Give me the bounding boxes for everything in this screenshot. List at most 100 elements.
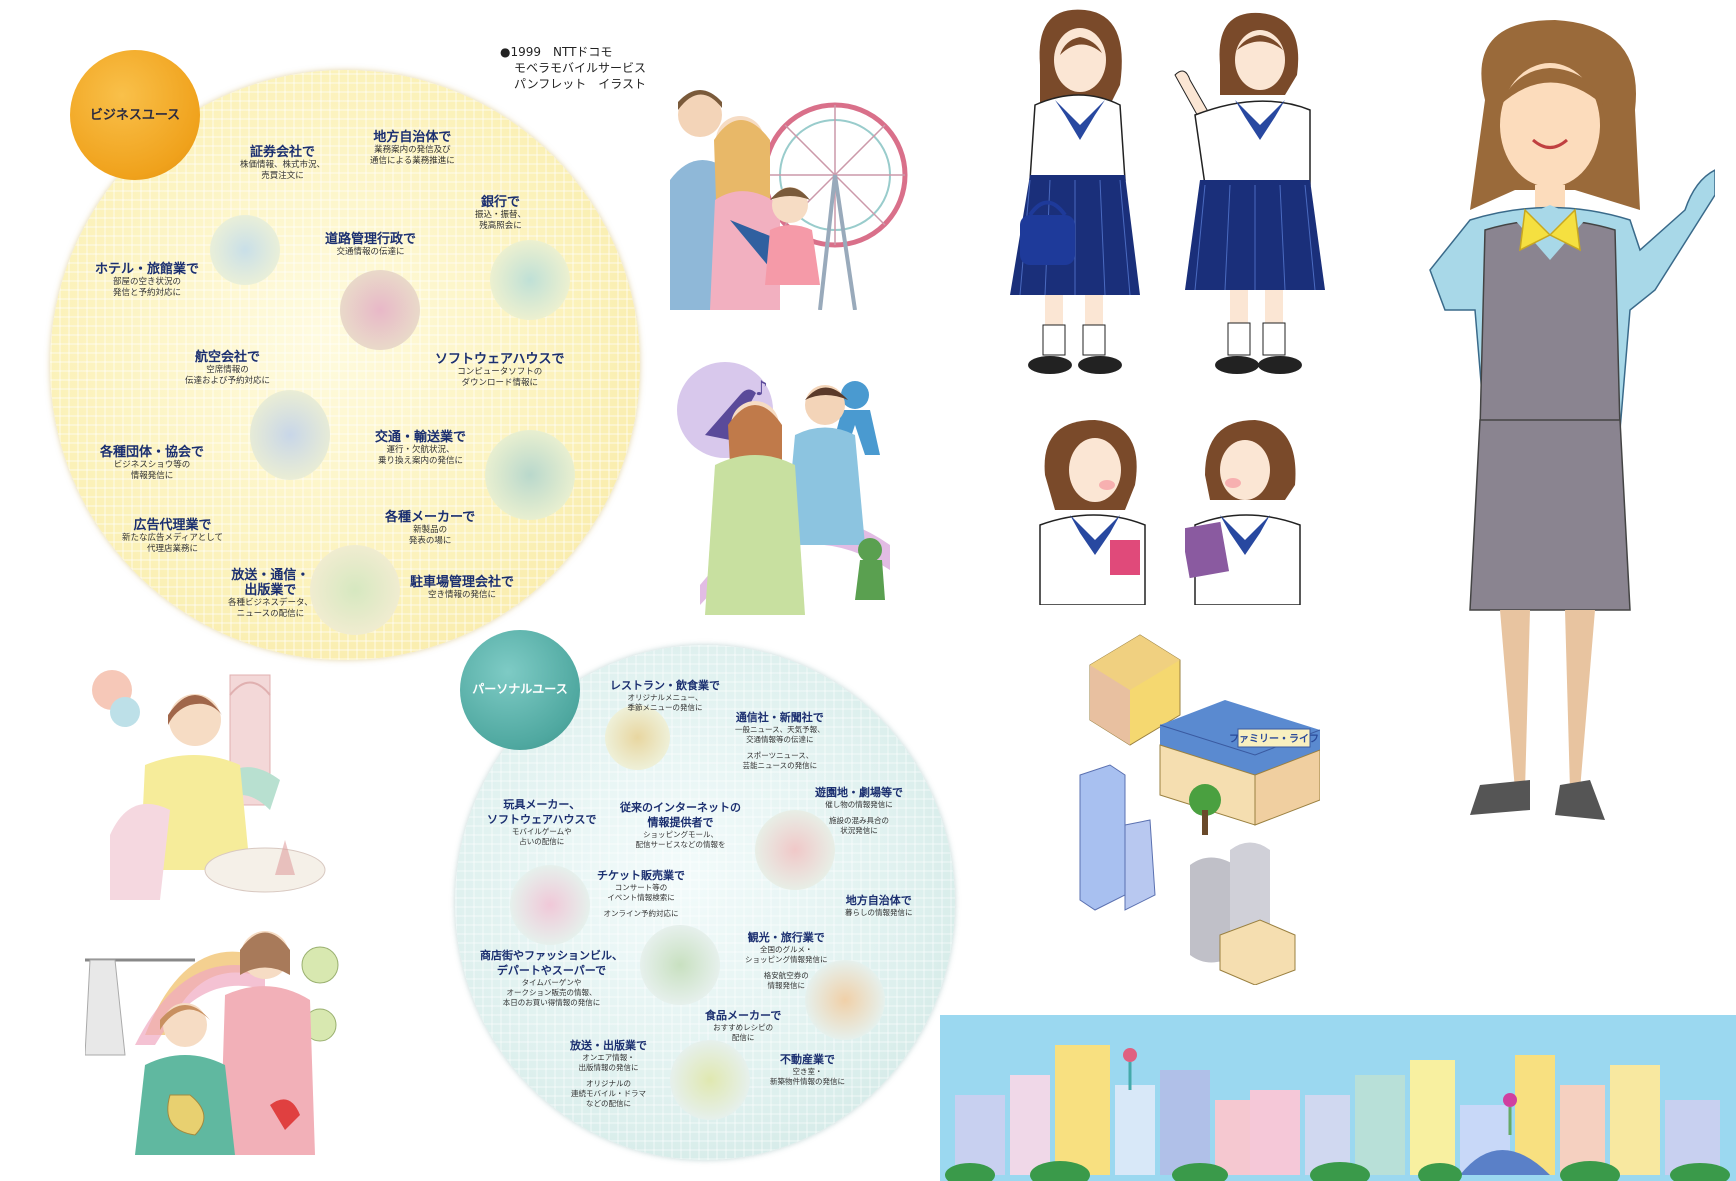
item-desc: オリジナルメニュー、	[627, 693, 703, 702]
personal-item-restaurant: レストラン・飲食業で オリジナルメニュー、 季節メニューの発信に	[610, 678, 720, 713]
item-title: ホテル・旅館業で	[95, 262, 200, 277]
travel-illustration	[805, 960, 885, 1040]
item-desc: ダウンロード情報に	[461, 378, 538, 388]
ticket-illustration	[510, 865, 590, 945]
item-desc: 情報発信に	[130, 471, 174, 481]
amusement-illustration	[755, 810, 835, 890]
office-lady-illustration	[1429, 20, 1715, 820]
restaurant-illustration	[605, 705, 670, 770]
item-desc: 業務案内の発信及び	[374, 145, 451, 155]
item-title: 玩具メーカー、	[503, 798, 581, 811]
food-illustration	[670, 1040, 750, 1120]
business-item-broadcast: 放送・通信・ 出版業で 各種ビジネスデータ、 ニュースの配信に	[228, 568, 313, 620]
item-desc: 配信サービスなどの情報を	[635, 840, 726, 849]
item-desc: 出版情報の発信に	[578, 1063, 639, 1072]
item-desc: 売買注文に	[261, 171, 304, 181]
road-illustration	[340, 270, 420, 350]
business-item-bank: 銀行で 振込・振替、 残高照会に	[475, 195, 526, 232]
item-desc: 状況発信に	[840, 826, 878, 835]
item-title: 商店街やファッションビル、	[480, 949, 623, 962]
airline-illustration	[250, 390, 330, 480]
item-desc: コンピュータソフトの	[457, 367, 543, 377]
item-desc: 伝達および予約対応に	[185, 376, 271, 386]
item-title: 遊園地・劇場等で	[815, 786, 903, 799]
personal-item-news: 通信社・新聞社で 一般ニュース、天気予報、 交通情報等の伝達に スポーツニュース…	[735, 710, 825, 771]
caption-line-3: パンフレット イラスト	[514, 77, 647, 91]
item-desc: オンエア情報・	[582, 1053, 635, 1062]
item-title: 放送・通信・	[231, 568, 310, 583]
item-title: ソフトウェアハウスで	[435, 352, 565, 367]
business-use-badge-label: ビジネスユース	[89, 108, 181, 123]
item-title: チケット販売業で	[597, 869, 685, 882]
illustration-caption: ●1999 NTTドコモ モベラモバイルサービス パンフレット イラスト	[500, 44, 646, 92]
broadcast-illustration	[310, 545, 400, 635]
personal-item-amusement: 遊園地・劇場等で 催し物の情報発信に 施設の混み具合の 状況発信に	[815, 785, 903, 836]
item-title: 地方自治体で	[373, 130, 452, 145]
personal-use-badge: パーソナルユース	[460, 630, 580, 750]
item-desc: 各種ビジネスデータ、	[228, 598, 313, 608]
item-desc: タイムバーゲンや	[521, 978, 582, 987]
business-item-road: 道路管理行政で 交通情報の伝達に	[325, 232, 416, 258]
personal-item-real-estate: 不動産業で 空き室・ 新築物件情報の発信に	[770, 1052, 845, 1087]
caption-line-1: ●1999 NTTドコモ	[500, 45, 613, 59]
item-desc: イベント情報検索に	[607, 893, 675, 902]
item-title: レストラン・飲食業で	[610, 679, 720, 692]
item-desc: おすすめレシピの	[713, 1023, 774, 1032]
svg-text:♪: ♪	[755, 376, 768, 400]
business-item-parking: 駐車場管理会社で 空き情報の発信に	[410, 575, 514, 601]
personal-item-toys: 玩具メーカー、 ソフトウェアハウスで モバイルゲームや 占いの配信に	[487, 797, 597, 847]
schoolgirl-with-box-illustration	[1039, 420, 1146, 605]
item-desc: 株価情報、株式市況、	[240, 160, 326, 170]
item-desc: 通信による業務推進に	[370, 156, 455, 166]
item-desc: 乗り換え案内の発信に	[378, 456, 464, 466]
item-title: 従来のインターネットの	[620, 801, 741, 814]
item-title: 食品メーカーで	[705, 1009, 782, 1022]
business-item-software: ソフトウェアハウスで コンピュータソフトの ダウンロード情報に	[435, 352, 564, 389]
personal-item-travel: 観光・旅行業で 全国のグルメ・ ショッピング情報発信に 格安航空券の 情報発信に	[745, 930, 828, 991]
item-desc: 発信と予約対応に	[113, 288, 182, 298]
item-title: ソフトウェアハウスで	[487, 813, 597, 826]
item-desc: 催し物の情報発信に	[825, 800, 893, 809]
item-desc: 空き室・	[792, 1067, 823, 1076]
item-title: 証券会社で	[250, 145, 316, 160]
personal-item-local-gov: 地方自治体で 暮らしの情報発信に	[845, 893, 913, 918]
item-title: 放送・出版業で	[570, 1039, 647, 1052]
item-desc: ビジネスショウ等の	[113, 460, 191, 470]
bank-illustration	[490, 240, 570, 320]
buildings-illustration: ファミリー・ライフ	[1079, 634, 1320, 985]
item-desc: モバイルゲームや	[511, 827, 572, 836]
item-desc: 交通情報等の伝達に	[746, 735, 814, 744]
item-desc: 新築物件情報の発信に	[770, 1077, 845, 1086]
item-title: 駐車場管理会社で	[410, 575, 515, 590]
item-desc: 発表の場に	[408, 536, 452, 546]
personal-use-badge-label: パーソナルユース	[472, 682, 568, 696]
music-couple-illustration: ♪	[677, 362, 890, 615]
item-title: 各種団体・協会で	[100, 445, 205, 460]
family-life-sign: ファミリー・ライフ	[1229, 733, 1319, 745]
schoolgirl-with-bag-illustration	[1010, 9, 1140, 374]
personal-item-department-store: 商店街やファッションビル、 デパートやスーパーで タイムバーゲンや オークション…	[480, 948, 623, 1008]
schoolgirl-with-book-illustration	[1185, 420, 1301, 605]
personal-item-tickets: チケット販売業で コンサート等の イベント情報検索に オンライン予約対応に	[597, 868, 685, 919]
ferris-wheel-family-illustration	[670, 90, 908, 310]
item-desc: 配信に	[731, 1033, 755, 1042]
item-title: 観光・旅行業で	[747, 931, 825, 944]
item-desc: 新たな広告メディアとして	[122, 533, 223, 543]
personal-item-publishing: 放送・出版業で オンエア情報・ 出版情報の発信に オリジナルの 連続モバイル・ド…	[570, 1038, 647, 1109]
item-desc: 残高照会に	[479, 221, 522, 231]
shopping-women-illustration	[85, 931, 339, 1155]
item-title: 出版業で	[244, 583, 297, 598]
item-desc: 振込・振替、	[475, 210, 527, 220]
business-item-advertising: 広告代理業で 新たな広告メディアとして 代理店業務に	[122, 518, 223, 555]
business-item-manufacturers: 各種メーカーで 新製品の 発表の場に	[385, 510, 475, 547]
item-desc: 本日のお買い得情報の発信に	[502, 998, 601, 1007]
item-desc: 芸能ニュースの発信に	[742, 761, 818, 770]
item-desc: 一般ニュース、天気予報、	[735, 725, 825, 734]
item-title: 各種メーカーで	[385, 510, 476, 525]
item-desc: ニュースの配信に	[236, 609, 305, 619]
schoolgirl-gesturing-illustration	[1174, 12, 1325, 374]
item-desc: ショッピング情報発信に	[745, 955, 828, 964]
business-item-associations: 各種団体・協会で ビジネスショウ等の 情報発信に	[100, 445, 204, 482]
item-title: 交通・輸送業で	[375, 430, 467, 445]
caption-line-2: モベラモバイルサービス	[514, 61, 647, 75]
